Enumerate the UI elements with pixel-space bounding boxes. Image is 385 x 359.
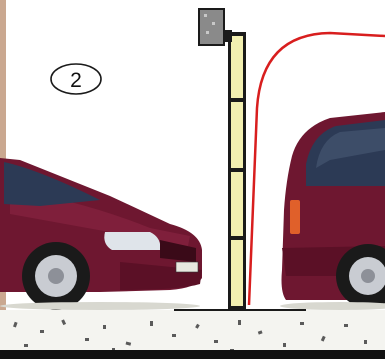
license-plate bbox=[176, 262, 198, 272]
left-car-wheel bbox=[22, 242, 90, 310]
post-segment bbox=[231, 102, 243, 168]
headlight bbox=[104, 232, 160, 250]
post-segment bbox=[231, 36, 243, 98]
post-segment bbox=[231, 240, 243, 306]
step-number: 2 bbox=[70, 69, 82, 92]
post-segment bbox=[231, 172, 243, 236]
ground bbox=[0, 310, 385, 359]
taillight bbox=[290, 200, 300, 234]
sensor-box-icon bbox=[199, 9, 224, 45]
